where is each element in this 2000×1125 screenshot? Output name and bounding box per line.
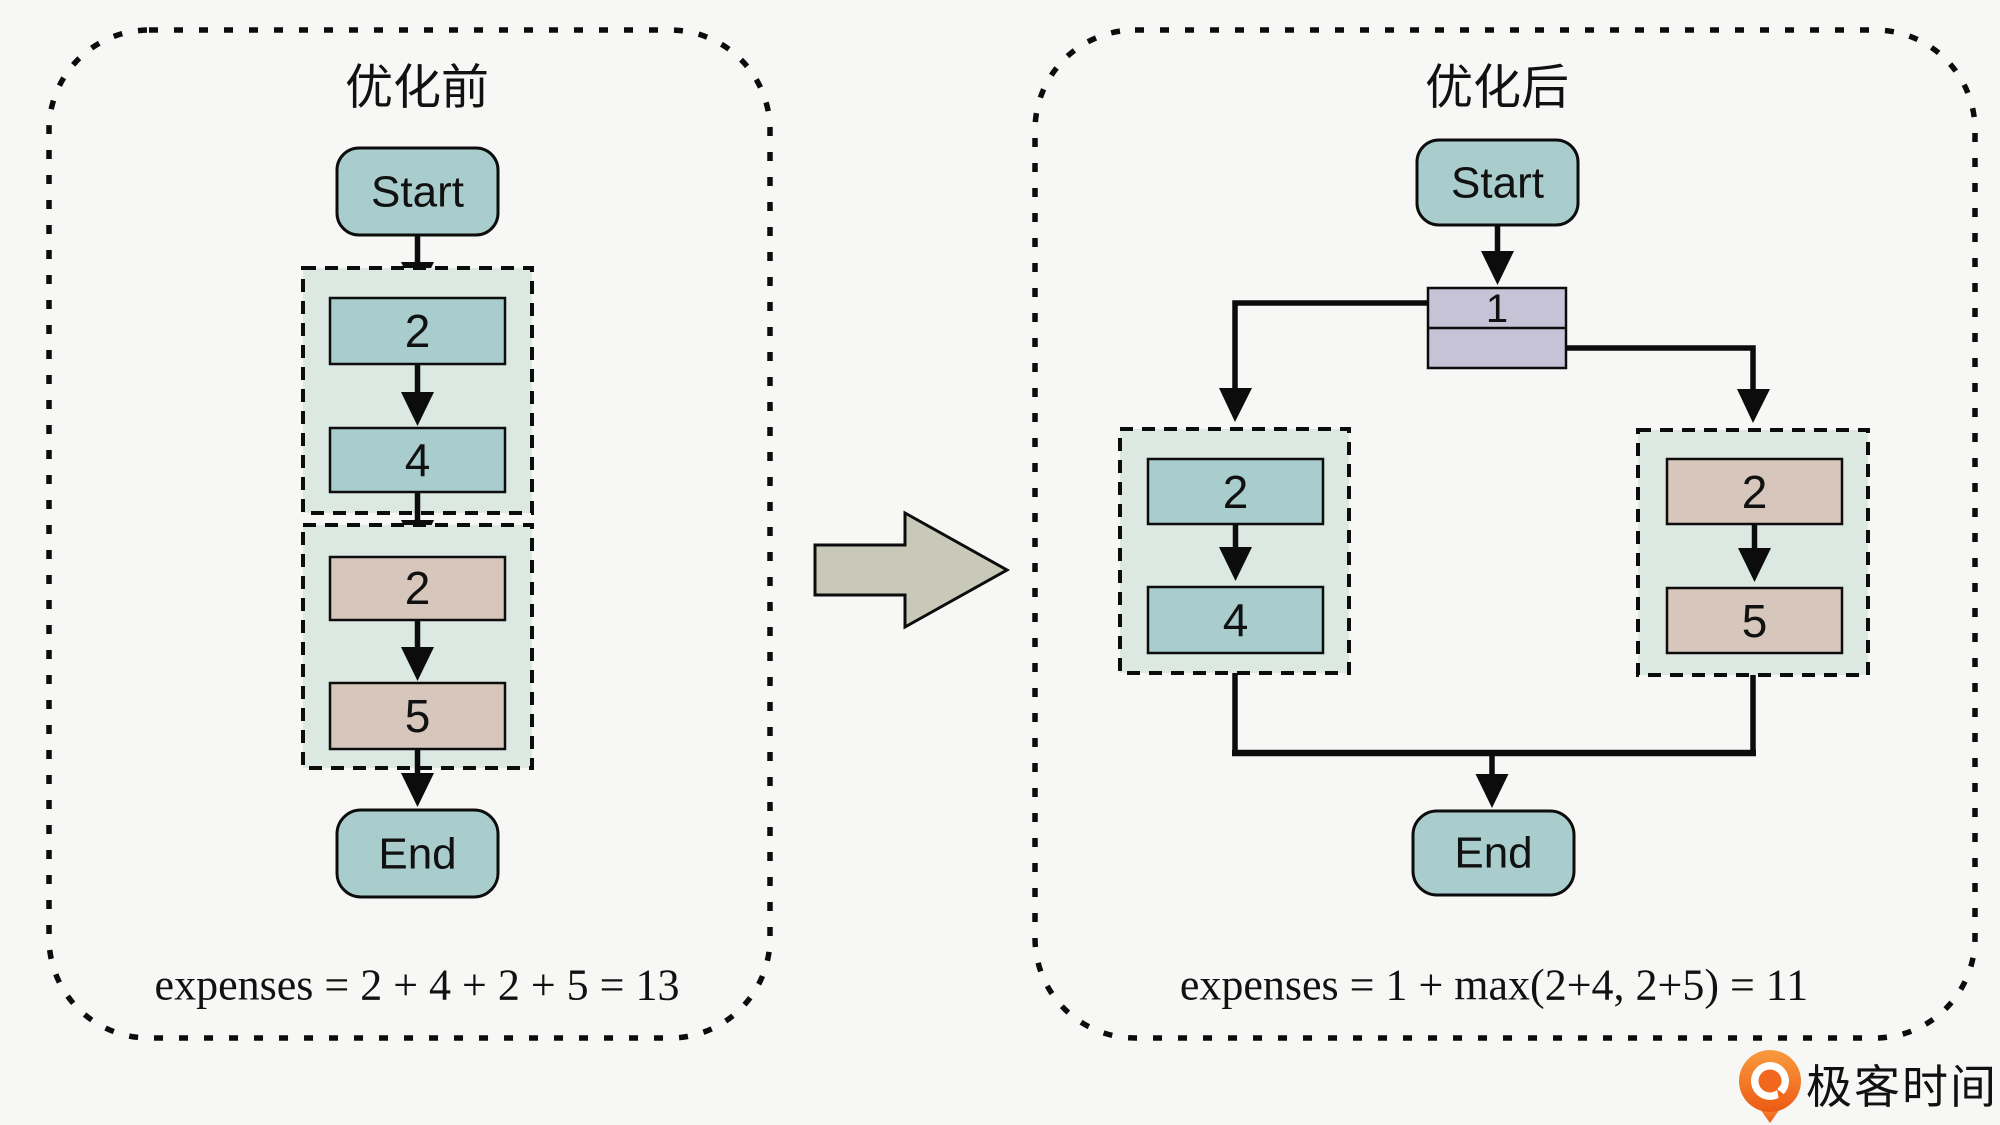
before-task-node-4: [328, 681, 507, 751]
after-right-task-2-label: 5: [1742, 595, 1768, 647]
before-end-node: [335, 808, 500, 899]
before-task-4-label: 5: [405, 690, 431, 742]
after-branch-right-head: [1737, 389, 1770, 423]
after-left-arrow-head: [1219, 547, 1252, 581]
after-fork-label: 1: [1486, 287, 1508, 331]
after-left-task-node-1: [1146, 457, 1325, 526]
transform-arrow-icon: [813, 510, 1011, 630]
before-arrow-5-head: [401, 773, 434, 807]
after-left-task-1-label: 2: [1223, 466, 1249, 518]
geektime-brand-text: 极客时间: [1806, 1061, 1998, 1113]
after-end-node: [1411, 809, 1576, 897]
before-start-label: Start: [371, 168, 464, 217]
before-expenses-formula: expenses = 2 + 4 + 2 + 5 = 13: [155, 961, 680, 1010]
after-left-task-2-label: 4: [1223, 594, 1249, 646]
after-panel-border: [1032, 27, 1978, 1041]
before-task-3-label: 2: [405, 562, 431, 614]
before-task-2-label: 4: [405, 434, 431, 486]
after-right-task-node-2: [1665, 586, 1844, 655]
before-arrow-2-head: [401, 392, 434, 426]
geektime-logo-dot: [1758, 1069, 1782, 1093]
after-right-task-1-label: 2: [1742, 466, 1768, 518]
after-arrow-end-head: [1475, 774, 1509, 808]
after-left-task-node-2: [1146, 585, 1325, 655]
watermark: 极客时间: [1739, 1050, 1998, 1123]
after-expenses-formula: expenses = 1 + max(2+4, 2+5) = 11: [1180, 961, 1808, 1010]
before-arrow-4-head: [401, 647, 434, 681]
before-panel-title: 优化前: [345, 62, 489, 115]
after-end-label: End: [1454, 829, 1532, 878]
after-arrow-start-head: [1481, 251, 1514, 285]
after-branch-left-head: [1219, 388, 1252, 422]
geektime-logo-slash: [1777, 1080, 1788, 1092]
before-panel-border: [46, 27, 773, 1041]
before-task-1-label: 2: [405, 305, 431, 357]
before-panel: 优化前 Start 2 4 2 5 End expenses = 2: [46, 27, 773, 1041]
after-panel: 优化后 Start 1 2 4 2 5: [1032, 27, 1978, 1041]
before-task-node-1: [328, 296, 507, 366]
after-branch-left-line: [1232, 300, 1428, 390]
before-task-node-2: [328, 426, 507, 494]
after-panel-title: 优化后: [1425, 62, 1569, 115]
after-right-arrow-head: [1738, 548, 1771, 582]
before-end-label: End: [378, 830, 456, 879]
after-right-task-node-1: [1665, 457, 1844, 526]
after-branch-right-line: [1566, 345, 1756, 391]
geektime-logo-hook: [1777, 1089, 1791, 1101]
after-start-label: Start: [1451, 159, 1544, 208]
